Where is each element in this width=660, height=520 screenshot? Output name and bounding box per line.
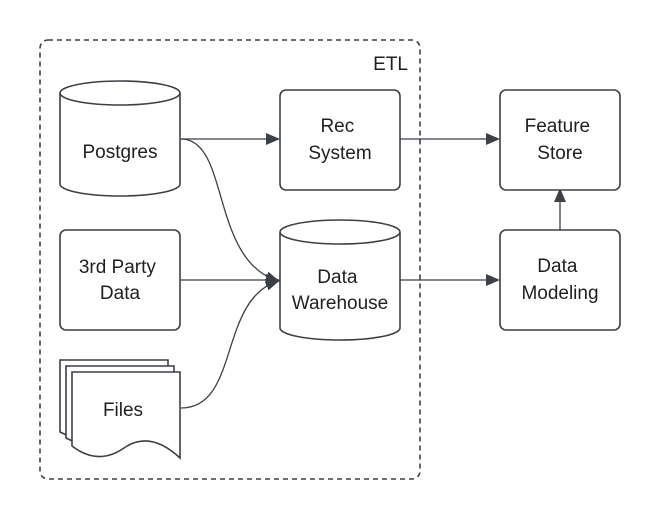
etl-group-label: ETL bbox=[373, 54, 408, 75]
edge-files-to-data-warehouse bbox=[180, 278, 280, 409]
postgres-cylinder-rim bbox=[59, 92, 181, 106]
files-label: Files bbox=[103, 400, 143, 421]
edges bbox=[180, 133, 566, 409]
data-modeling-label: Data Modeling bbox=[521, 256, 598, 304]
feature-store-label-line-2: Store bbox=[537, 143, 582, 164]
feature-store-box bbox=[499, 89, 621, 191]
postgres-label-line-1: Postgres bbox=[83, 142, 158, 163]
node-3rd-party-data[interactable]: 3rd Party Data bbox=[59, 229, 181, 331]
postgres-label: Postgres bbox=[83, 142, 158, 163]
postgres-cylinder-shape bbox=[59, 80, 181, 197]
rec-system-box bbox=[279, 89, 401, 191]
node-rec-system[interactable]: Rec System bbox=[279, 89, 401, 191]
rec-system-label: Rec System bbox=[308, 116, 371, 164]
node-data-warehouse[interactable]: Data Warehouse bbox=[279, 219, 401, 341]
files-label-line-1: Files bbox=[103, 400, 143, 421]
edge-postgres-to-data-warehouse bbox=[180, 138, 280, 284]
data-warehouse-cylinder-rim bbox=[279, 231, 401, 245]
data-warehouse-label-line-1: Data bbox=[317, 267, 358, 288]
rec-system-label-line-1: Rec bbox=[320, 116, 354, 137]
3rd-party-data-box bbox=[59, 229, 181, 331]
data-modeling-box bbox=[499, 229, 621, 331]
data-modeling-label-line-1: Data bbox=[537, 256, 578, 277]
data-warehouse-label: Data Warehouse bbox=[292, 267, 388, 314]
etl-group-boundary bbox=[39, 39, 421, 480]
node-feature-store[interactable]: Feature Store bbox=[499, 89, 621, 191]
node-data-modeling[interactable]: Data Modeling bbox=[499, 229, 621, 331]
data-warehouse-label-line-2: Warehouse bbox=[292, 293, 388, 314]
feature-store-label-line-1: Feature bbox=[525, 116, 590, 137]
rec-system-label-line-2: System bbox=[308, 143, 371, 164]
3rd-party-data-label: 3rd Party Data bbox=[79, 257, 161, 304]
data-modeling-label-line-2: Modeling bbox=[521, 283, 598, 304]
node-files[interactable]: Files bbox=[59, 359, 181, 460]
feature-store-label: Feature Store bbox=[525, 116, 596, 164]
files-front-page bbox=[71, 371, 181, 460]
3rd-party-data-label-line-1: 3rd Party bbox=[79, 257, 157, 278]
data-warehouse-cylinder-shape bbox=[279, 219, 401, 341]
3rd-party-data-label-line-2: Data bbox=[100, 283, 141, 304]
node-postgres[interactable]: Postgres bbox=[59, 80, 181, 197]
